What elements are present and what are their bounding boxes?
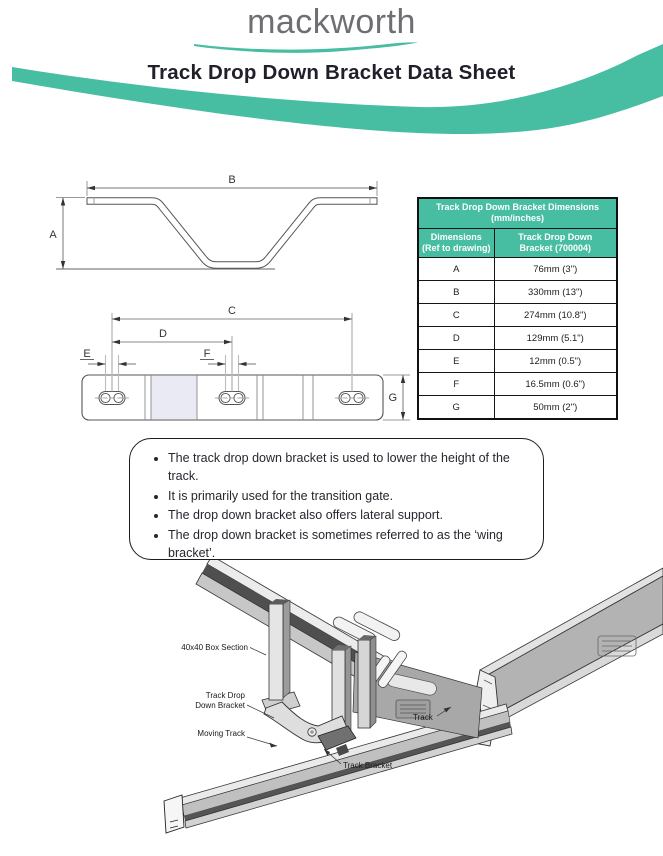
table-row: F 16.5mm (0.6") bbox=[417, 372, 618, 396]
dim-e: E bbox=[80, 348, 136, 391]
dim-g-label: G bbox=[388, 392, 397, 404]
note-item: The drop down bracket also offers latera… bbox=[168, 507, 521, 525]
page-title: Track Drop Down Bracket Data Sheet bbox=[147, 61, 516, 84]
dim-f: F bbox=[200, 348, 256, 391]
col-header-dimensions: Dimensions (Ref to drawing) bbox=[417, 227, 495, 258]
note-item: It is primarily used for the transition … bbox=[168, 488, 521, 506]
dim-c: C bbox=[111, 305, 353, 392]
moving-track-bar bbox=[163, 703, 513, 834]
notes-box: The track drop down bracket is used to l… bbox=[129, 438, 544, 560]
table-row: B 330mm (13") bbox=[417, 280, 618, 304]
dim-f-label: F bbox=[204, 348, 211, 360]
bracket-profile bbox=[86, 197, 378, 269]
table-title: Track Drop Down Bracket Dimensions (mm/i… bbox=[417, 197, 618, 229]
table-row: G 50mm (2") bbox=[417, 395, 618, 420]
table-row: E 12mm (0.5") bbox=[417, 349, 618, 373]
table-row: C 274mm (10.8") bbox=[417, 303, 618, 327]
profile-drawing: B A bbox=[49, 174, 378, 270]
dim-d-label: D bbox=[159, 328, 167, 340]
dim-b-label: B bbox=[228, 174, 235, 186]
dim-a: A bbox=[49, 197, 275, 270]
logo-swoosh-shape bbox=[194, 42, 418, 53]
table-title-line1: Track Drop Down Bracket Dimensions bbox=[435, 202, 600, 212]
dimensions-table-container: Track Drop Down Bracket Dimensions (mm/i… bbox=[417, 197, 618, 420]
dim-a-label: A bbox=[49, 229, 57, 241]
header-swoosh-shape bbox=[12, 44, 663, 135]
dim-e-label: E bbox=[83, 348, 90, 360]
plan-drawing: C D E F bbox=[80, 305, 410, 421]
logo-wordmark: mackworth bbox=[247, 3, 416, 41]
note-item: The drop down bracket is sometimes refer… bbox=[168, 527, 521, 563]
track-right bbox=[475, 567, 663, 727]
notes-list: The track drop down bracket is used to l… bbox=[144, 450, 521, 563]
dim-d: D bbox=[112, 328, 233, 392]
middle-posts bbox=[331, 635, 377, 739]
header-swoosh bbox=[12, 44, 663, 135]
isometric-illustration: 40x40 Box Section Track Drop Down Bracke… bbox=[163, 560, 663, 834]
bracket-assembly bbox=[261, 599, 483, 756]
label-box-section: 40x40 Box Section bbox=[181, 643, 248, 652]
note-item: The track drop down bracket is used to l… bbox=[168, 450, 521, 486]
logo-swoosh bbox=[194, 42, 418, 53]
label-drop-bracket-line2: Down Bracket bbox=[195, 701, 246, 710]
label-moving-track: Moving Track bbox=[197, 729, 246, 738]
table-title-line2: (mm/inches) bbox=[490, 213, 544, 224]
track-bracket-shape bbox=[317, 725, 357, 751]
table-row: D 129mm (5.1") bbox=[417, 326, 618, 350]
illustration-labels: 40x40 Box Section Track Drop Down Bracke… bbox=[181, 643, 452, 770]
dim-g: G bbox=[383, 374, 410, 421]
label-track: Track bbox=[413, 713, 434, 722]
table-row: A 76mm (3") bbox=[417, 257, 618, 281]
dim-b: B bbox=[86, 174, 378, 196]
slot-holes bbox=[95, 391, 369, 405]
label-drop-bracket-line1: Track Drop bbox=[206, 691, 246, 700]
label-track-bracket: Track Bracket bbox=[343, 761, 393, 770]
dim-c-label: C bbox=[228, 305, 236, 317]
col-header-bracket: Track Drop Down Bracket (700004) bbox=[493, 227, 618, 258]
dimensions-table: Track Drop Down Bracket Dimensions (mm/i… bbox=[417, 197, 618, 420]
